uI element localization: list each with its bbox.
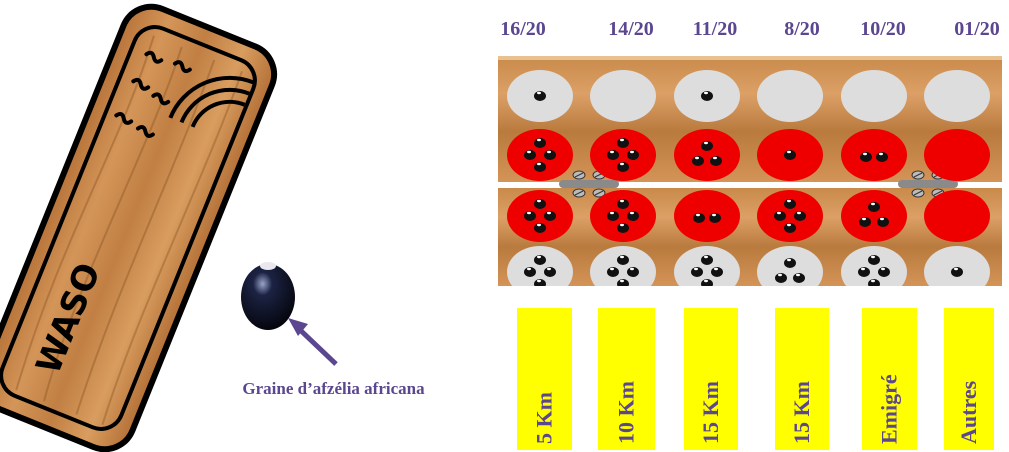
pit-3-row-2[interactable] [674, 129, 740, 181]
pit-5-row-2[interactable] [841, 129, 907, 181]
label-box-5: Emigré [862, 308, 917, 450]
seed-highlight [537, 200, 541, 202]
label-text-4: 15 Km [791, 314, 813, 444]
seed-highlight [880, 218, 884, 220]
seed-highlight [862, 218, 866, 220]
pit-1-row-3[interactable] [507, 190, 573, 242]
seed-highlight [547, 212, 551, 214]
label-text-2: 10 Km [616, 314, 638, 444]
pit-5-row-1[interactable] [841, 70, 907, 122]
seed-highlight [787, 151, 791, 153]
seed-highlight [863, 153, 867, 155]
pit-3-row-3[interactable] [674, 190, 740, 242]
label-box-1: 5 Km [517, 308, 572, 450]
seed-highlight [787, 259, 791, 261]
seed-highlight [797, 212, 801, 214]
seed-highlight [871, 203, 875, 205]
seed-highlight [787, 224, 791, 226]
pit-2-row-1[interactable] [590, 70, 656, 122]
seed-highlight [620, 280, 624, 282]
seed-highlight [714, 268, 718, 270]
label-box-4: 15 Km [775, 308, 829, 450]
seed-highlight [537, 92, 541, 94]
pit-4-row-3[interactable] [757, 190, 823, 242]
seed-highlight [796, 274, 800, 276]
seed-highlight [871, 280, 875, 282]
seed-highlight [620, 224, 624, 226]
seed-highlight [537, 280, 541, 282]
seed-highlight [610, 212, 614, 214]
seed-highlight [696, 214, 700, 216]
pit-6-row-2[interactable] [924, 129, 990, 181]
seed-highlight [527, 212, 531, 214]
seed-highlight [861, 268, 865, 270]
seed-highlight [630, 212, 634, 214]
pit-2-row-3[interactable] [590, 190, 656, 242]
seed-highlight [537, 224, 541, 226]
seed-highlight [694, 268, 698, 270]
seed-highlight [787, 200, 791, 202]
seed-highlight [778, 274, 782, 276]
arrow-icon [288, 318, 336, 364]
seed-highlight [879, 153, 883, 155]
label-text-1: 5 Km [534, 314, 556, 444]
seed-highlight [695, 157, 699, 159]
label-text-5: Emigré [879, 314, 901, 444]
seed-highlight [620, 200, 624, 202]
seed-highlight [954, 268, 958, 270]
pit-6-row-3[interactable] [924, 190, 990, 242]
label-box-6: Autres [944, 308, 994, 450]
seed-highlight [547, 151, 551, 153]
seed-highlight [610, 268, 614, 270]
seed-highlight [620, 163, 624, 165]
board-top-edge [498, 56, 1002, 60]
seed-highlight [704, 142, 708, 144]
seed-highlight [704, 256, 708, 258]
seed-highlight [547, 268, 551, 270]
seed-highlight [527, 151, 531, 153]
label-text-3: 15 Km [700, 314, 722, 444]
label-box-2: 10 Km [598, 308, 655, 450]
seed-highlight [620, 139, 624, 141]
seed-highlight [713, 157, 717, 159]
seed-highlight [630, 268, 634, 270]
label-text-6: Autres [958, 314, 980, 444]
pit-6-row-1[interactable] [924, 70, 990, 122]
seed-caption: Graine d’afzélia africana [236, 378, 431, 399]
score-2: 14/20 [596, 18, 666, 41]
pit-1-row-2[interactable] [507, 129, 573, 181]
score-1: 16/20 [488, 18, 558, 41]
seed-highlight [704, 92, 708, 94]
seed-highlight [537, 256, 541, 258]
waso-game-board [494, 56, 1006, 286]
pit-5-row-3[interactable] [841, 190, 907, 242]
seed-highlight [712, 214, 716, 216]
seed-highlight [527, 268, 531, 270]
afzelia-seed [241, 264, 295, 330]
seed-highlight [537, 163, 541, 165]
seed-highlight [620, 256, 624, 258]
score-4: 8/20 [767, 18, 837, 41]
pit-2-row-2[interactable] [590, 129, 656, 181]
seed-aril [260, 262, 276, 270]
seed-highlight [537, 139, 541, 141]
seed-highlight [704, 280, 708, 282]
pit-4-row-1[interactable] [757, 70, 823, 122]
score-3: 11/20 [680, 18, 750, 41]
seed-highlight [871, 256, 875, 258]
seed-highlight [881, 268, 885, 270]
seed-highlight [777, 212, 781, 214]
score-5: 10/20 [848, 18, 918, 41]
seed-highlight [630, 151, 634, 153]
label-box-3: 15 Km [684, 308, 738, 450]
score-6: 01/20 [942, 18, 1009, 41]
seed-highlight [610, 151, 614, 153]
